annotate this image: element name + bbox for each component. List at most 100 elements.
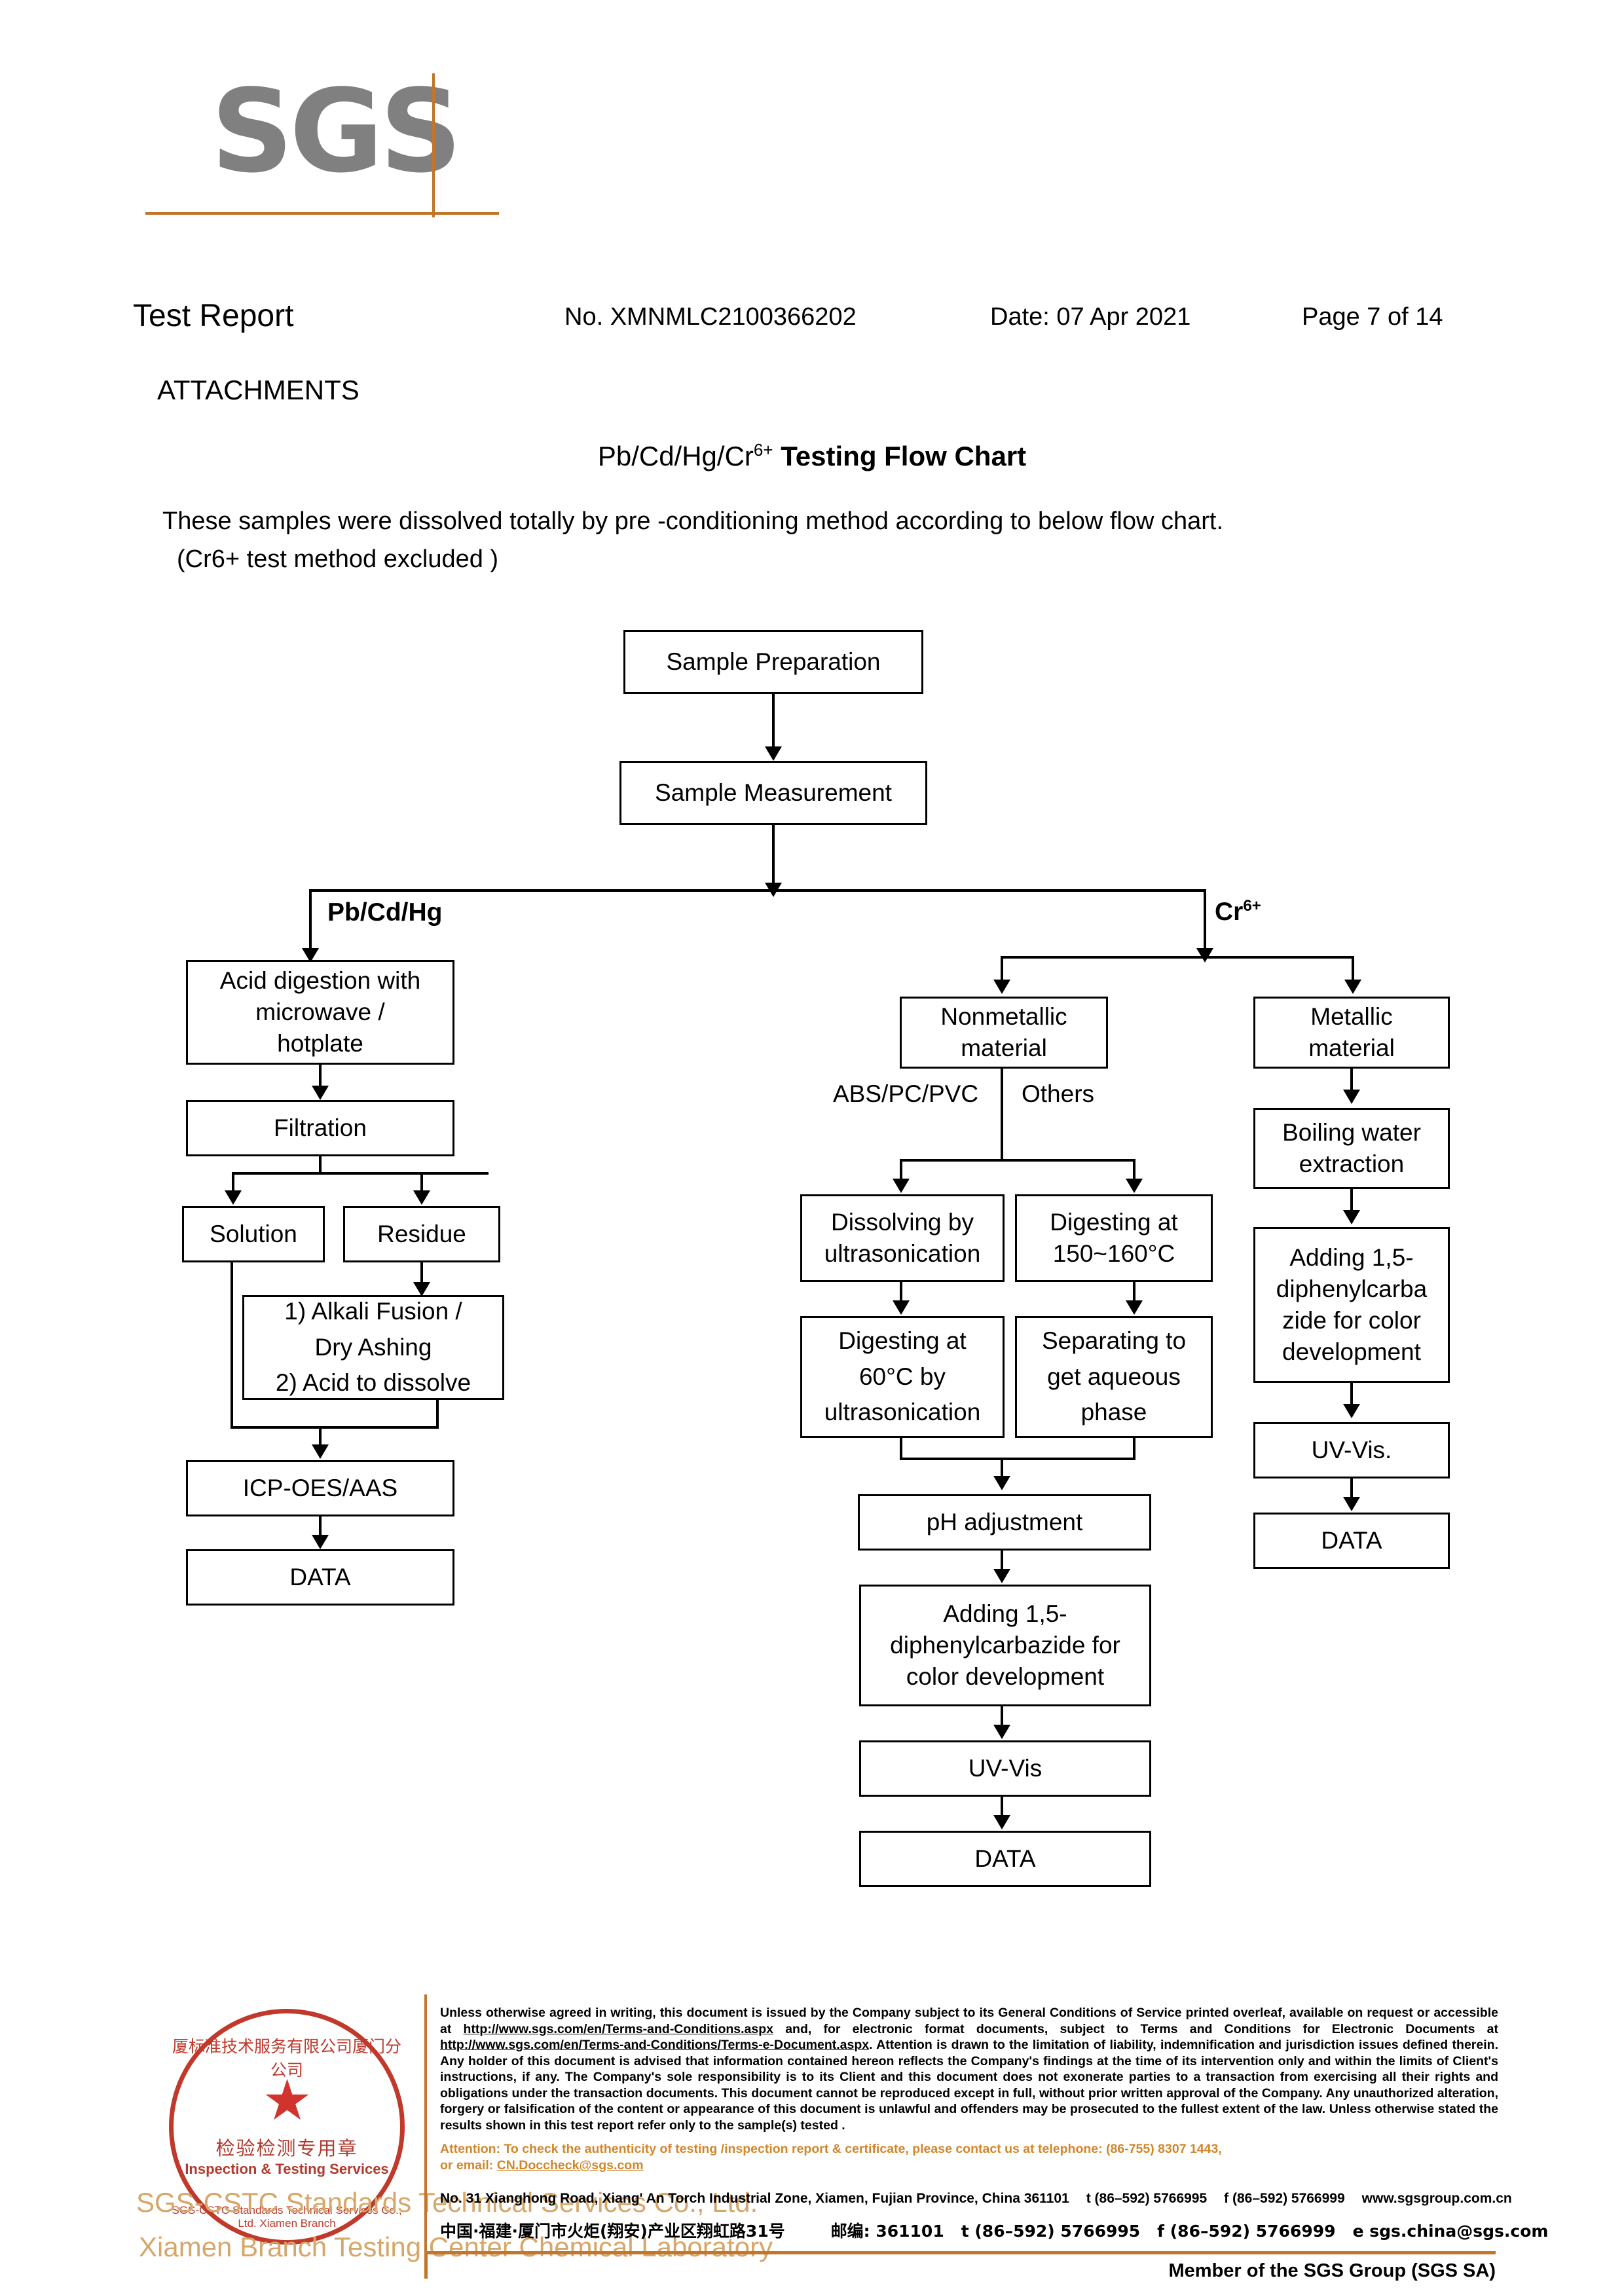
- report-date: Date: 07 Apr 2021: [990, 303, 1191, 331]
- node-ph-adjustment: pH adjustment: [858, 1494, 1151, 1551]
- node-label: UV-Vis.: [1311, 1436, 1392, 1463]
- arrowhead: [893, 1179, 910, 1193]
- edge-measurement-down: [772, 825, 775, 890]
- edge-digestion-to-filtration: [319, 1065, 322, 1093]
- watermark-line-1: SGS-CSTC Standards Technical Services Co…: [136, 2187, 758, 2218]
- edge-dpc-to-uvvis-right: [1350, 1383, 1353, 1412]
- address-en-fax: f (86–592) 5766999: [1224, 2191, 1345, 2206]
- node-solution: Solution: [182, 1206, 325, 1262]
- node-data-mid: DATA: [859, 1831, 1151, 1887]
- arrowhead: [1126, 1300, 1143, 1315]
- edge-right-branch: [1204, 889, 1206, 955]
- star-icon: ★: [262, 2069, 313, 2132]
- edge-prep-to-measurement: [772, 694, 775, 754]
- node-label: UV-Vis: [968, 1754, 1043, 1782]
- report-number: No. XMNMLC2100366202: [564, 303, 857, 331]
- sgs-logo-text: SGS: [211, 65, 462, 198]
- edge-to-digesting-150: [1133, 1159, 1135, 1185]
- edge-digesting150-down: [1133, 1282, 1135, 1310]
- node-label: Sample Measurement: [655, 779, 892, 806]
- edge-boiling-to-dpc: [1350, 1189, 1353, 1218]
- edge-label-abs-pc-pvc: ABS/PC/PVC: [833, 1080, 979, 1107]
- edge-dpc-to-uvvis-mid: [1001, 1706, 1003, 1734]
- attention-line-1: Attention: To check the authenticity of …: [440, 2142, 1222, 2156]
- footer-vertical-rule: [424, 1994, 427, 2276]
- node-label: DATA: [974, 1845, 1036, 1872]
- seal-arc-top-text: 厦标准技术服务有限公司厦门分公司: [172, 2037, 401, 2080]
- node-label: Filtration: [274, 1114, 367, 1141]
- edge-nonmetallic-split-bar: [900, 1159, 1135, 1162]
- sgs-website-link[interactable]: www.sgsgroup.com.cn: [1361, 2191, 1512, 2206]
- arrowhead: [993, 980, 1010, 994]
- arrowhead: [312, 1535, 329, 1549]
- inspection-testing-seal-stamp: 厦标准技术服务有限公司厦门分公司 ★ 检验检测专用章 Inspection & …: [169, 2009, 405, 2245]
- watermark-line-2: Xiamen Branch Testing Center Chemical La…: [139, 2231, 773, 2262]
- node-uv-vis-right: UV-Vis.: [1253, 1422, 1450, 1478]
- flow-chart-title: Pb/Cd/Hg/Cr6+ Testing Flow Chart: [0, 440, 1624, 472]
- node-residue: Residue: [343, 1206, 500, 1262]
- edge-label-cr6-sup: 6+: [1243, 897, 1261, 915]
- edge-merge-to-icp: [319, 1426, 322, 1454]
- arrowhead: [993, 1725, 1010, 1739]
- footer-horizontal-rule: [424, 2251, 1496, 2254]
- flow-chart-title-superscript: 6+: [753, 440, 773, 460]
- page-title: Test Report: [133, 299, 294, 333]
- edge-residue-to-alkali: [420, 1262, 423, 1291]
- legal-part-2: and, for electronic format documents, su…: [773, 2021, 1498, 2036]
- node-data-left: DATA: [186, 1549, 454, 1606]
- edge-label-cr6: Cr6+: [1215, 897, 1261, 927]
- address-english: No. 31 Xianghong Road, Xiang' An Torch I…: [440, 2191, 1512, 2207]
- terms-e-document-link[interactable]: http://www.sgs.com/en/Terms-and-Conditio…: [440, 2038, 870, 2053]
- edge-left-merge-bar: [231, 1426, 439, 1429]
- terms-conditions-link[interactable]: http://www.sgs.com/en/Terms-and-Conditio…: [463, 2021, 773, 2036]
- logo-vertical-rule: [432, 73, 435, 217]
- address-cn-zip: 邮编: 361101: [830, 2222, 944, 2241]
- member-of-sgs-group: Member of the SGS Group (SGS SA): [1168, 2260, 1496, 2281]
- node-icp-oes-aas: ICP-OES/AAS: [186, 1460, 454, 1516]
- doccheck-email-link[interactable]: CN.Doccheck@sgs.com: [496, 2158, 644, 2173]
- node-data-right: DATA: [1253, 1513, 1450, 1569]
- edge-uvvis-to-data-right: [1350, 1478, 1353, 1506]
- sgs-china-email-link[interactable]: e sgs.china@sgs.com: [1352, 2222, 1549, 2241]
- edge-merge-to-ph: [1001, 1458, 1003, 1484]
- node-label: Residue: [377, 1220, 466, 1247]
- legal-part-3: . Attention is drawn to the limitation o…: [440, 2038, 1498, 2133]
- edge-dissolving-down: [900, 1282, 902, 1310]
- edge-icp-to-data: [319, 1516, 322, 1544]
- arrowhead: [312, 1086, 329, 1100]
- edge-ph-to-dpc: [1001, 1551, 1003, 1578]
- edge-nonmetallic-down: [1001, 1069, 1003, 1162]
- arrowhead: [1343, 1210, 1360, 1224]
- arrowhead: [1343, 1090, 1360, 1104]
- section-heading-attachments: ATTACHMENTS: [157, 375, 360, 405]
- node-label: Sample Preparation: [666, 648, 881, 675]
- node-label: pH adjustment: [926, 1508, 1083, 1535]
- arrowhead: [225, 1190, 242, 1205]
- footer-corner-rule: [424, 2251, 428, 2279]
- arrowhead: [1126, 1179, 1143, 1193]
- node-label: ICP-OES/AAS: [242, 1474, 398, 1501]
- edge-mid-merge-bar: [900, 1458, 1135, 1460]
- node-filtration: Filtration: [186, 1100, 454, 1156]
- address-cn-tel: t (86–592) 5766995: [961, 2222, 1141, 2241]
- seal-chinese-text: 检验检测专用章: [215, 2137, 358, 2159]
- edge-label-others: Others: [1022, 1080, 1095, 1107]
- flow-chart-title-suffix: Testing Flow Chart: [781, 441, 1027, 471]
- attention-line-2-prefix: or email:: [440, 2158, 497, 2173]
- legal-part-1: Unless otherwise agreed in writing, this…: [440, 2006, 1498, 2036]
- node-label: Solution: [210, 1220, 297, 1247]
